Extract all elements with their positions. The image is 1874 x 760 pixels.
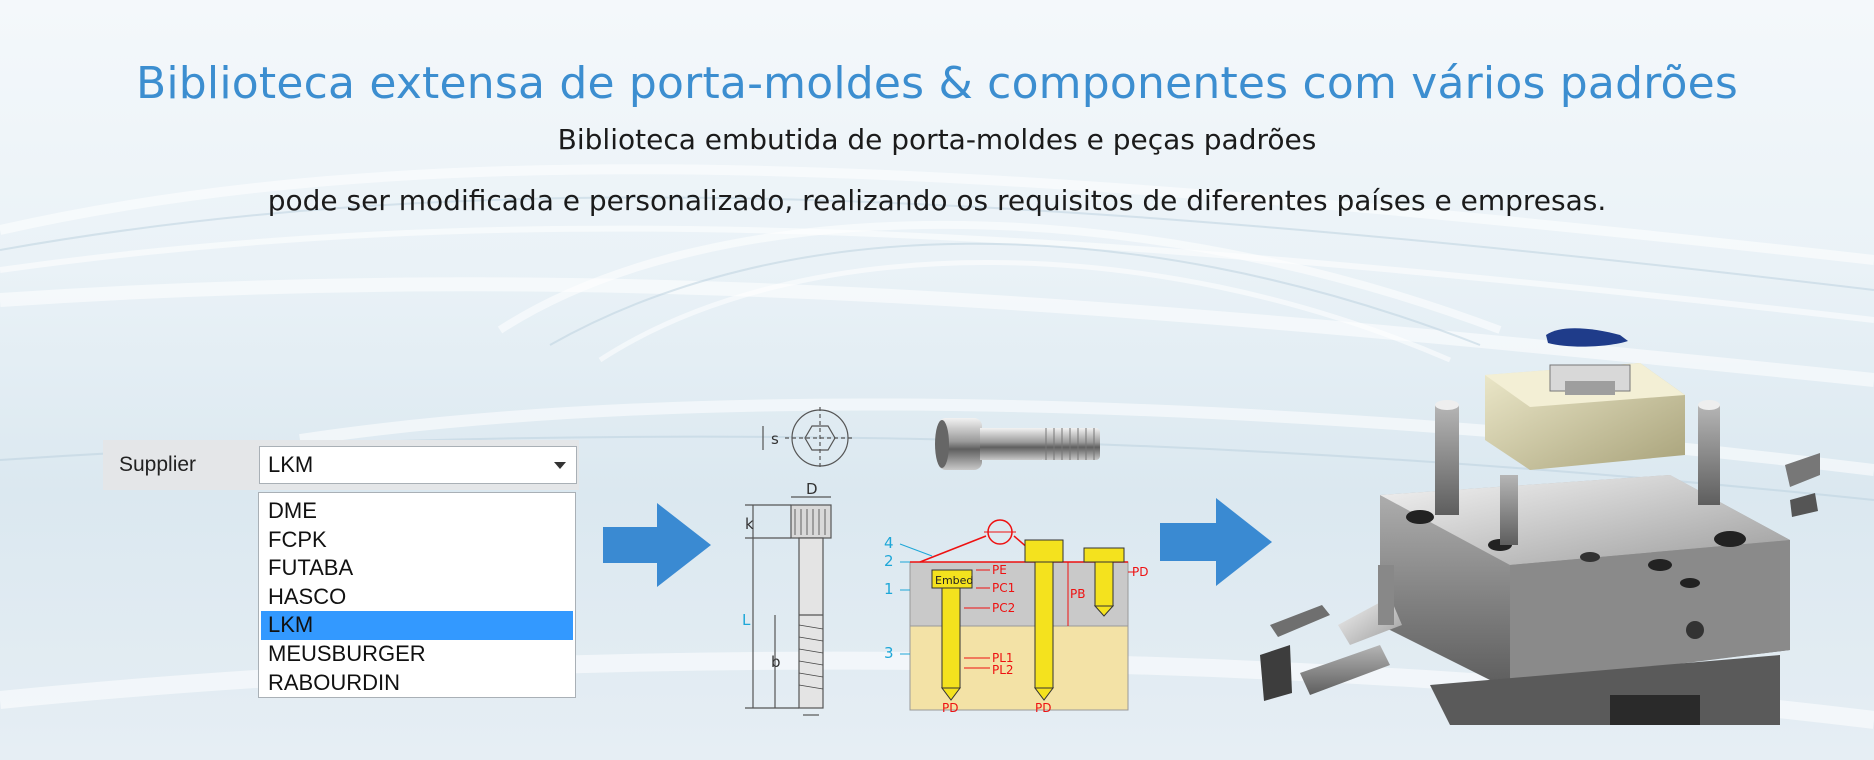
label-pc1: PC1 (992, 581, 1015, 595)
supplier-label: Supplier (119, 453, 197, 476)
mold-base-render-image (1260, 328, 1820, 725)
supplier-option-fcpk[interactable]: FCPK (268, 526, 327, 552)
supplier-option-hasco[interactable]: HASCO (268, 583, 347, 609)
label-b: b (771, 653, 781, 671)
embed-label: Embed (935, 574, 973, 587)
page-title: Biblioteca extensa de porta-moldes & com… (135, 58, 1739, 109)
arrow-right-icon (1160, 498, 1272, 586)
label-2: 2 (884, 552, 894, 570)
label-pd-left: PD (942, 701, 958, 715)
label-1: 1 (884, 580, 894, 598)
supplier-select[interactable]: LKM (259, 446, 577, 484)
screw-render-image (935, 418, 1100, 470)
label-pe: PE (992, 563, 1007, 577)
supplier-option-rabourdin[interactable]: RABOURDIN (268, 669, 401, 695)
label-l: L (742, 611, 751, 629)
supplier-option-futaba[interactable]: FUTABA (268, 555, 354, 581)
chevron-down-icon[interactable] (554, 461, 566, 469)
label-pd-right: PD (1132, 565, 1148, 579)
embed-drawing: Embed PE PC1 PC2 PB PD PL1 PL2 PD PD 4 2… (884, 519, 1148, 715)
label-pc2: PC2 (992, 601, 1015, 615)
supplier-option-lkm[interactable]: LKM (261, 611, 573, 640)
label-4: 4 (884, 534, 894, 552)
arrow-right-icon (603, 503, 711, 587)
label-pl1: PL1 (992, 651, 1014, 665)
label-pb: PB (1070, 587, 1085, 601)
screw-drawing: s D k L b (742, 407, 855, 716)
label-pd-center: PD (1035, 701, 1051, 715)
supplier-field: Supplier LKM (103, 440, 579, 490)
label-3: 3 (884, 644, 894, 662)
supplier-option-meusburger[interactable]: MEUSBURGER (268, 640, 426, 666)
label-k: k (745, 515, 754, 533)
label-pl2: PL2 (992, 663, 1014, 677)
hero-header: Biblioteca extensa de porta-moldes & com… (0, 0, 1874, 217)
subtitle-line-1: Biblioteca embutida de porta-moldes e pe… (557, 123, 1317, 156)
subtitle-line-2: pode ser modificada e personalizado, rea… (267, 184, 1607, 217)
supplier-selected-value: LKM (268, 452, 314, 477)
label-d: D (806, 480, 818, 498)
supplier-option-dme[interactable]: DME (268, 498, 317, 523)
label-s: s (771, 430, 779, 448)
supplier-options-list: DME FCPK FUTABA HASCO LKM MEUSBURGER RAB… (258, 492, 576, 698)
